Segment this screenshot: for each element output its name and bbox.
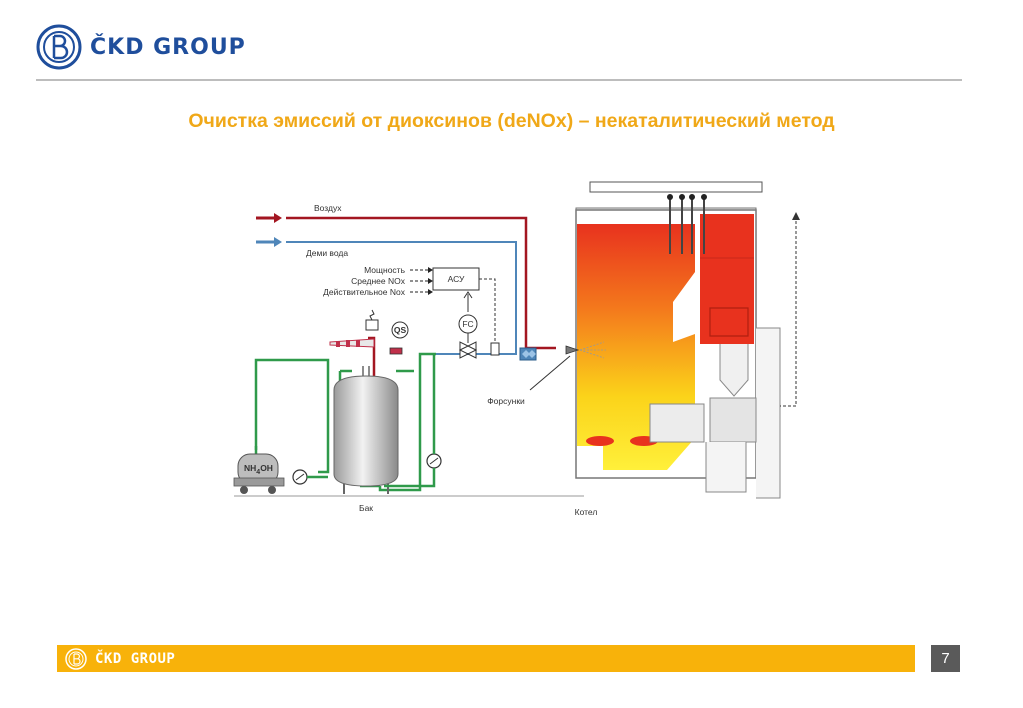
- ckd-emblem-icon: [36, 24, 82, 70]
- footer-bar: ČKD GROUP: [57, 645, 915, 672]
- boiler-label: Котел: [575, 507, 598, 517]
- avg-nox-label: Среднее NOx: [351, 276, 406, 286]
- power-label: Мощность: [364, 265, 405, 275]
- slide-title: Очистка эмиссий от диоксинов (deNOx) – н…: [188, 110, 835, 132]
- nozzle-icon: [565, 345, 580, 355]
- brand-name: ČKD GROUP: [90, 34, 246, 60]
- header-divider: [36, 79, 962, 81]
- footer-brand-name: ČKD GROUP: [95, 650, 176, 667]
- ammonia-tanker-truck: [233, 453, 285, 494]
- acs-label: АСУ: [448, 274, 465, 284]
- footer-emblem-icon: [65, 647, 87, 670]
- safety-valve-icon: [365, 319, 379, 331]
- control-valve-icon: [458, 341, 478, 359]
- storage-tank: [333, 366, 399, 494]
- air-label: Воздух: [314, 203, 342, 213]
- nozzle-pointer: [529, 355, 571, 391]
- page-number: 7: [931, 645, 960, 672]
- qs-label: QS: [394, 325, 407, 335]
- nozzles-label: Форсунки: [487, 396, 525, 406]
- demi-water-label: Деми вода: [306, 248, 348, 258]
- air-line: [256, 213, 556, 350]
- fc-label: FC: [462, 319, 473, 329]
- denox-process-diagram: Воздух Деми вода Мощность Среднее NOx Де…: [233, 181, 800, 517]
- tank-label: Бак: [359, 503, 373, 513]
- boiler: [575, 181, 781, 499]
- actual-nox-label: Действительное Nox: [323, 287, 406, 297]
- flow-meter-icon: [490, 342, 500, 356]
- nh4oh-label: NH4OH: [244, 463, 273, 476]
- header-logo: ČKD GROUP: [36, 24, 246, 70]
- qs-instrument-icon: [391, 321, 409, 339]
